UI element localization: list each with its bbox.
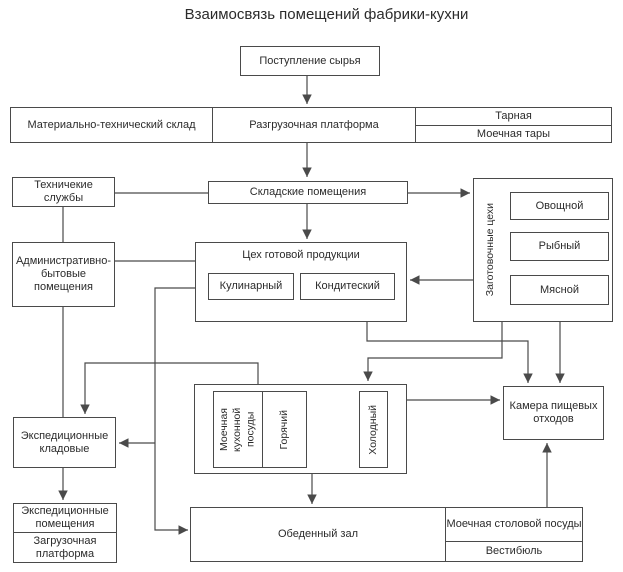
edge-zagotovochnye-to-kholodny xyxy=(363,322,503,381)
node-label: Кондитеский xyxy=(315,280,380,293)
node-tare-group: Тарная Моечная тары xyxy=(415,107,612,143)
edge-washgroup-to-expkladovye xyxy=(80,362,259,414)
node-tableware-washing: Моечная столовой посуды xyxy=(446,508,582,542)
node-unloading-platform: Разгрузочная платформа xyxy=(212,107,416,143)
node-finished-products-shop-label: Цех готовой продукции xyxy=(242,249,360,261)
node-storage-rooms: Складские помещения xyxy=(208,181,408,204)
node-expedition-rooms: Экспедиционные помещения xyxy=(14,504,116,533)
node-expedition-storerooms: Экспедиционные кладовые xyxy=(13,417,116,468)
node-label: Складские помещения xyxy=(249,186,367,199)
node-meat-shop: Мясной xyxy=(510,275,609,305)
diagram-title: Взаимосвязь помещений фабрики-кухни xyxy=(184,6,469,23)
node-culinary-shop: Кулинарный xyxy=(208,273,294,300)
node-vegetable-shop: Овощной xyxy=(510,192,609,220)
node-tare-washing: Моечная тары xyxy=(416,126,611,143)
node-cold-shop: Холодный xyxy=(359,391,388,468)
node-dining-group: Обеденный зал Моечная столовой посуды Ве… xyxy=(190,507,583,562)
node-vestibule: Вестибюль xyxy=(446,542,582,561)
node-fish-shop: Рыбный xyxy=(510,232,609,261)
node-preparation-shops-group: Заготовочные цехи Овощной Рыбный Мясной xyxy=(473,178,613,322)
node-label: Заготовочные цехи xyxy=(484,203,497,297)
node-label: Камера пищевых отходов xyxy=(509,400,598,425)
node-loading-platform: Загрузочная платформа xyxy=(14,533,116,562)
node-confectionery-shop: Кондитеский xyxy=(300,273,395,300)
node-label: Обеденный зал xyxy=(278,528,358,541)
node-dining-hall: Обеденный зал xyxy=(191,508,446,561)
node-label: Разгрузочная платформа xyxy=(249,118,379,131)
node-label: Горячий xyxy=(278,409,291,450)
node-label: Материально-технический склад xyxy=(27,118,196,131)
node-expedition-loading-group: Экспедиционные помещения Загрузочная пла… xyxy=(13,503,117,563)
edge-tseh-to-obed xyxy=(154,287,195,535)
node-raw-material-intake: Поступление сырья xyxy=(240,46,380,76)
node-food-waste-chamber: Камера пищевых отходов xyxy=(503,386,604,440)
node-technical-services: Техничекие службы xyxy=(12,177,115,207)
node-label: Вестибюль xyxy=(485,545,543,558)
node-label: Моечная столовой посуды xyxy=(446,518,582,531)
node-label: Овощной xyxy=(535,199,584,212)
node-tare-room: Тарная xyxy=(416,108,611,126)
node-label: Моечная кухонной посуды xyxy=(218,407,257,452)
node-material-technical-warehouse: Материально-технический склад xyxy=(10,107,213,143)
node-kitchenware-washing: Моечная кухонной посуды xyxy=(214,392,263,467)
node-label: Кулинарный xyxy=(219,280,283,293)
node-administrative-rooms: Административно-бытовые помещения xyxy=(12,242,115,307)
node-label: Моечная тары xyxy=(476,128,551,141)
node-hot-shop: Горячий xyxy=(263,392,307,467)
node-label: Мясной xyxy=(540,283,579,296)
node-preparation-shops-label: Заготовочные цехи xyxy=(476,181,506,319)
node-label: Загрузочная платформа xyxy=(33,534,97,560)
node-kitchenware-washing-hot-group: Моечная кухонной посуды Горячий xyxy=(213,391,307,468)
node-label: Тарная xyxy=(495,110,532,123)
node-label: Экспедиционные кладовые xyxy=(20,429,109,455)
node-dining-right-column: Моечная столовой посуды Вестибюль xyxy=(446,508,582,561)
edge-tseh-to-kamera xyxy=(366,321,533,383)
node-label: Экспедиционные помещения xyxy=(21,505,109,530)
node-label: Поступление сырья xyxy=(259,54,361,67)
node-finished-products-shop-group: Цех готовой продукции Кулинарный Кондите… xyxy=(195,242,407,322)
node-label: Рыбный xyxy=(538,240,581,253)
node-label: Холодный xyxy=(366,404,379,455)
node-label: Административно-бытовые помещения xyxy=(15,255,112,293)
node-kitchen-wash-group: Моечная кухонной посуды Горячий Холодный xyxy=(194,384,407,474)
node-label: Техничекие службы xyxy=(34,179,93,204)
